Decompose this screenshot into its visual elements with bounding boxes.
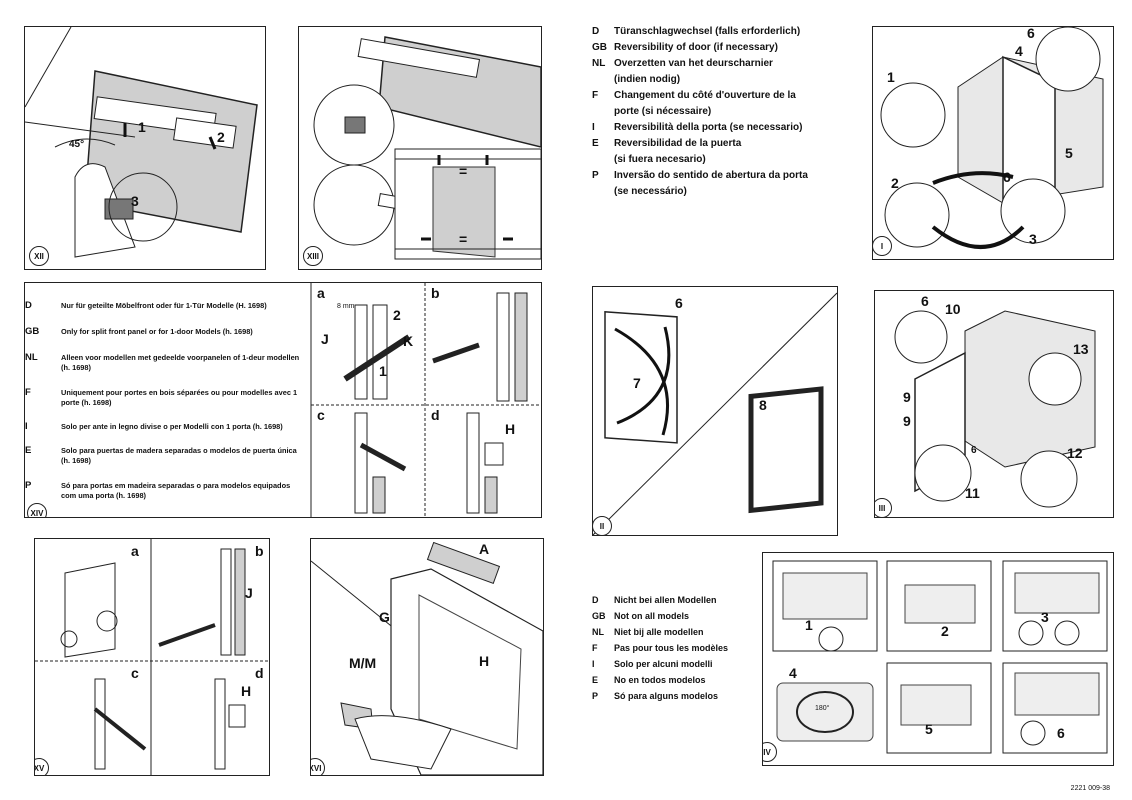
adjust-illustration [313, 36, 541, 260]
step-3: 3 [1029, 231, 1037, 247]
mark-1: 1 [379, 363, 387, 379]
step-5: 5 [1065, 145, 1073, 161]
panel-xiii: = = XIII [298, 26, 542, 270]
step-6b: 6 [1003, 169, 1011, 185]
panel-xvi: A G H M/M XVI [310, 538, 544, 776]
step-1: 1 [138, 119, 146, 135]
step-11: 11 [965, 485, 980, 501]
panel-number: XV [35, 758, 49, 775]
panel-number: I [873, 236, 892, 256]
mark-h: H [505, 421, 516, 437]
cabinet-illustration [880, 27, 1104, 249]
lang-row-f-cont: porte (si nécessaire) [614, 106, 712, 117]
mark-a: A [479, 541, 490, 557]
panel-number: IV [763, 742, 777, 762]
rotation-label: 180° [815, 705, 830, 712]
panel-number: XIV [27, 503, 47, 517]
step-9b: 9 [903, 413, 911, 429]
cell-d: d [431, 407, 440, 423]
panel-iii: 6 10 13 9 9 6 11 12 III [874, 290, 1114, 518]
cell-b: b [431, 285, 440, 301]
panel-number: III [875, 498, 892, 517]
step-4: 4 [1015, 43, 1023, 59]
step-1: 1 [805, 617, 813, 633]
mark-h: H [479, 653, 490, 669]
step-6b: 6 [971, 445, 977, 456]
lang-row-e-cont: (si fuera necesario) [614, 154, 706, 165]
step-7: 7 [633, 375, 641, 391]
lang-row-nl-cont: (indien nodig) [614, 74, 681, 85]
step-6: 6 [1057, 725, 1065, 741]
hinge-illustration [25, 27, 258, 258]
mounting-illustration [311, 541, 543, 775]
panel-iv: 1 2 3 4 5 6 180° IV [762, 552, 1114, 766]
mark-g: G [379, 609, 390, 625]
cell-c: c [317, 407, 325, 423]
step-10: 10 [945, 301, 961, 317]
step-3: 3 [131, 193, 139, 209]
step-9a: 9 [903, 389, 911, 405]
angle-label: 45° [69, 139, 85, 150]
panel-xii: 1 2 3 45° XII [24, 26, 266, 270]
step-2: 2 [891, 175, 899, 191]
door-reinstall-illustration [894, 310, 1096, 508]
step-12: 12 [1067, 445, 1083, 461]
step-1: 1 [887, 69, 895, 85]
panel-install-illustration [35, 539, 269, 775]
mark-j: J [321, 331, 329, 347]
panel-number: XII [29, 246, 49, 266]
panel-i: 1 2 3 4 5 6 6 I [872, 26, 1114, 260]
step-4: 4 [789, 665, 797, 681]
step-6a: 6 [1027, 26, 1035, 41]
step-13: 13 [1073, 341, 1089, 357]
step-2: 2 [217, 129, 225, 145]
handle-swap-illustration [772, 560, 1108, 754]
panel-xv: a b c d J H XV [34, 538, 270, 776]
step-5: 5 [925, 721, 933, 737]
step-2: 2 [941, 623, 949, 639]
step-6: 6 [675, 295, 683, 311]
cell-b: b [255, 543, 264, 559]
lang-row-p-cont: (se necessário) [614, 186, 687, 197]
mark-j: J [245, 585, 253, 601]
mark-2: 2 [393, 307, 401, 323]
equal-mark-bottom: = [459, 231, 468, 247]
dimension-label: 8 mm [337, 303, 355, 310]
mark-k: K [403, 333, 414, 349]
panel-number: XVI [311, 758, 325, 775]
document-reference: 2221 009-38 [1070, 785, 1110, 792]
step-8: 8 [759, 397, 767, 413]
panel-ii: 6 7 8 II [592, 286, 838, 536]
cell-a: a [131, 543, 139, 559]
mark-h: H [241, 683, 252, 699]
cell-a: a [317, 285, 325, 301]
equal-mark-top: = [459, 163, 468, 179]
door-flip-illustration [593, 292, 837, 535]
step-6a: 6 [921, 293, 929, 309]
mark-mm: M/M [349, 655, 377, 671]
cell-d: d [255, 665, 264, 681]
step-3: 3 [1041, 609, 1049, 625]
panel-number: II [593, 516, 612, 535]
panel-number: XIII [303, 246, 323, 266]
cell-c: c [131, 665, 139, 681]
